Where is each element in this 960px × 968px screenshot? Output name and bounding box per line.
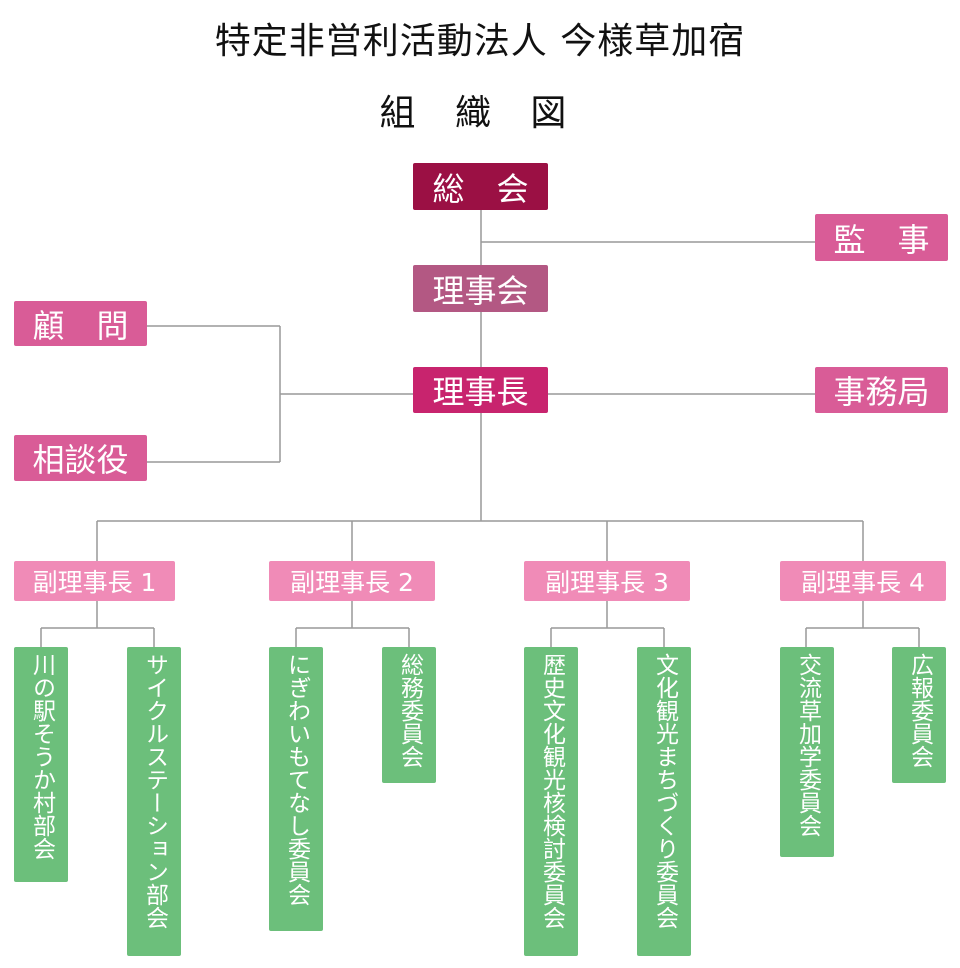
committee-nigiwai-box: にぎわいもてなし委員会 [269, 647, 323, 931]
vice-chair-1-box: 副理事長 1 [14, 561, 175, 601]
vice-chair-3-box: 副理事長 3 [524, 561, 690, 601]
chairman-box: 理事長 [413, 367, 548, 413]
committee-kawanoeki-box: 川の駅そうか村部会 [14, 647, 68, 882]
committee-general-affairs-box: 総務委員会 [382, 647, 436, 783]
general-meeting-box: 総 会 [413, 163, 548, 210]
board-box: 理事会 [413, 265, 548, 312]
committee-history-culture-box: 歴史文化観光核検討委員会 [524, 647, 578, 956]
adviser-box: 顧 問 [14, 301, 147, 346]
page-subtitle: 組 織 図 [379, 93, 581, 134]
counselor-box: 相談役 [14, 435, 147, 481]
page-title: 特定非営利活動法人 今様草加宿 [214, 21, 746, 62]
vice-chair-2-box: 副理事長 2 [269, 561, 435, 601]
committee-culture-tourism-box: 文化観光まちづくり委員会 [637, 647, 691, 956]
committee-cycle-station-box: サイクルステーション部会 [127, 647, 181, 956]
vice-chair-4-box: 副理事長 4 [780, 561, 946, 601]
secretariat-box: 事務局 [815, 367, 948, 413]
auditor-box: 監 事 [815, 214, 948, 261]
committee-pr-box: 広報委員会 [892, 647, 946, 783]
committee-exchange-box: 交流草加学委員会 [780, 647, 834, 857]
